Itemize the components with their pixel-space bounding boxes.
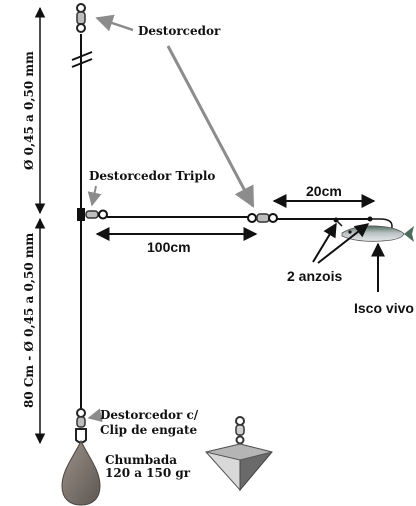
clip-swivel bbox=[75, 408, 87, 444]
label-clip-swivel-line1: Destorcedor c/ bbox=[100, 408, 199, 422]
label-diameter-upper: Ø 0,45 a 0,50 mm bbox=[22, 51, 36, 170]
label-live-bait: Isco vivo bbox=[354, 300, 414, 316]
line-break-mark bbox=[71, 51, 93, 68]
label-hooks: 2 anzois bbox=[287, 268, 342, 284]
label-clip-swivel-line2: Clip de engate bbox=[100, 423, 198, 437]
label-swivel-top: Destorcedor bbox=[138, 24, 221, 38]
label-20cm: 20cm bbox=[306, 183, 342, 199]
callout-arrow-hook-1 bbox=[312, 222, 337, 263]
top-swivel bbox=[76, 3, 86, 33]
label-sinker-line1: Chumbada bbox=[105, 453, 177, 467]
callout-arrow-hook-2 bbox=[317, 223, 370, 264]
callout-arrow-triple-swivel bbox=[87, 185, 102, 207]
leader-swivel bbox=[247, 213, 278, 223]
pyramid-sinker-illustration bbox=[205, 416, 273, 492]
hook-1 bbox=[333, 217, 343, 227]
label-100cm: 100cm bbox=[147, 239, 191, 255]
triple-swivel bbox=[77, 208, 108, 221]
label-diameter-lower: 80 Cm - Ø 0,45 a 0,50 mm bbox=[22, 232, 36, 408]
callout-arrow-clip-swivel bbox=[87, 408, 103, 423]
label-triple-swivel: Destorcedor Triplo bbox=[89, 169, 215, 183]
live-bait-fish bbox=[341, 225, 414, 242]
label-sinker-line2: 120 a 150 gr bbox=[105, 466, 191, 480]
callout-arrow-leader-swivel bbox=[166, 45, 255, 208]
callout-arrow-swivel-top bbox=[95, 14, 134, 32]
sinker-drop bbox=[61, 439, 101, 506]
